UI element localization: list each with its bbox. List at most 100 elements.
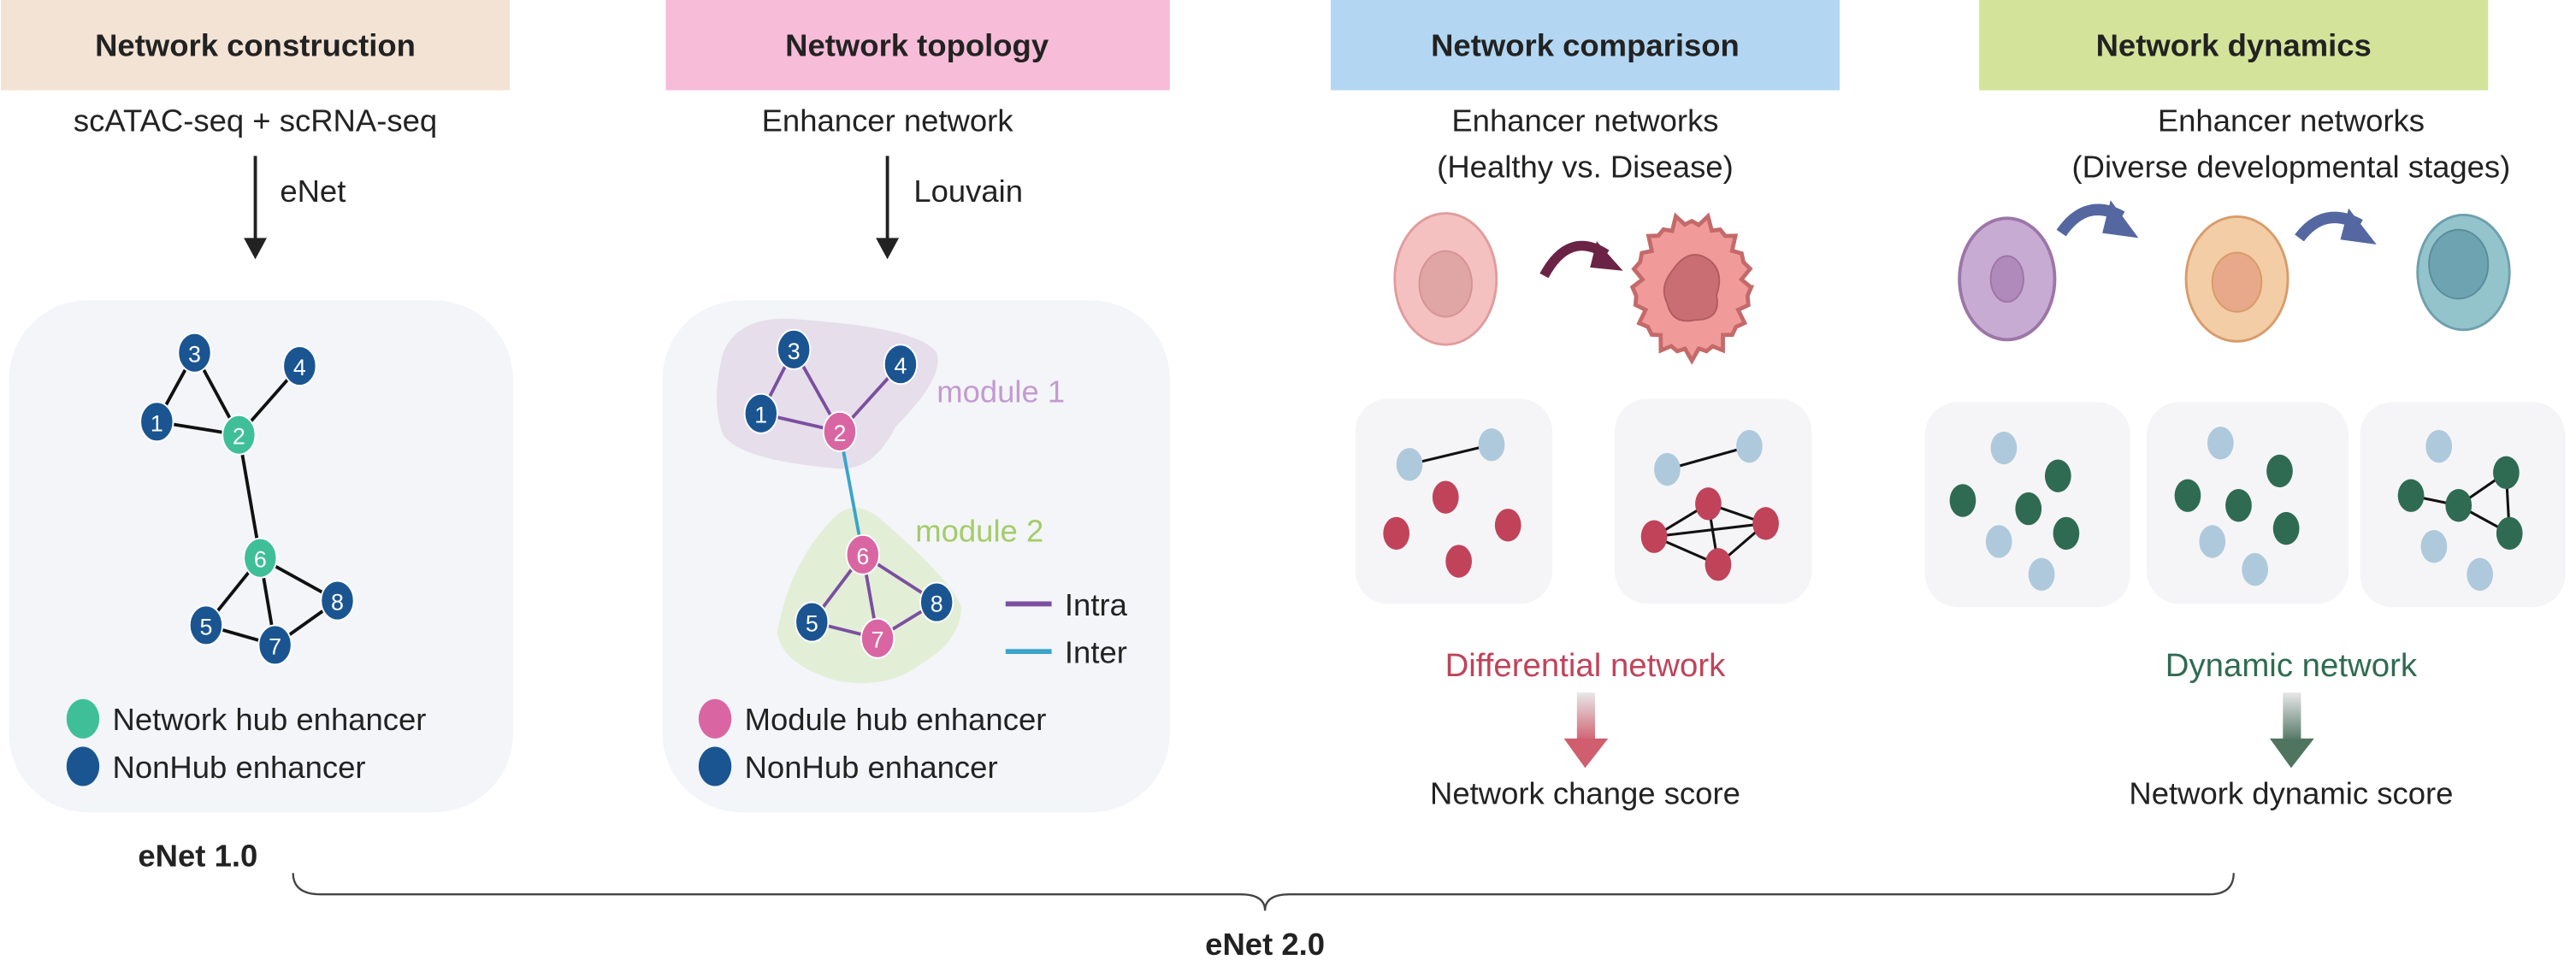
header-dynamics-label: Network dynamics [2096,27,2372,62]
network-edge [237,434,263,559]
module-1-label: module 1 [936,374,1065,409]
active-node [2174,479,2201,512]
enhancer-node [177,332,212,374]
small-network-box [1924,402,2130,608]
curved-arrow-icon [2056,200,2139,239]
active-node [1705,548,1732,581]
header-topology-label: Network topology [785,27,1049,62]
enet-2-label: eNet 2.0 [1205,927,1325,960]
header-construction-label: Network construction [95,27,416,62]
inactive-node [1654,452,1681,486]
nonhub-legend-dot [698,746,732,786]
arrow-down-icon [244,156,267,260]
network-hub-legend-dot [66,698,100,739]
network-edge [1653,521,1766,539]
inactive-node [1478,428,1505,462]
small-networks [1355,398,2566,608]
enhancer-node [222,414,257,456]
nonhub-legend-label: NonHub enhancer [745,750,998,785]
enhancer-node [188,604,224,646]
node-label: 4 [894,353,907,379]
enhancer-node [320,580,355,621]
active-node [2397,479,2425,512]
enhancer-node [883,344,919,386]
inactive-node [1736,429,1763,463]
network-edge [1409,443,1492,466]
active-node [1949,484,1976,517]
method-louvain: Louvain [913,174,1023,209]
active-node [2272,511,2300,545]
input-comparison-line2: (Healthy vs. Disease) [1437,149,1734,184]
inactive-node [1396,448,1423,481]
enhancer-node [777,328,812,370]
node-label: 3 [188,342,201,368]
active-node [2493,456,2520,490]
module-2-label: module 2 [915,513,1043,548]
curved-arrow-icon [2295,208,2377,245]
gradient-arrow-icon [1563,692,1609,769]
intra-label: Intra [1065,587,1128,622]
enhancer-node [139,401,174,443]
input-comparison-line1: Enhancer networks [1451,103,1718,138]
network-hub-legend-label: Network hub enhancer [113,702,427,737]
network-edge [1667,445,1750,471]
network-dynamic-score-label: Network dynamic score [2129,776,2453,811]
input-construction: scATAC-seq + scRNA-seq [74,103,437,138]
module-hub-legend-label: Module hub enhancer [745,702,1047,737]
node-label: 4 [293,355,306,380]
inactive-node [2242,552,2269,586]
active-node [2445,489,2473,522]
enhancer-node [795,601,830,643]
inactive-node [2467,557,2494,592]
input-dynamics-line1: Enhancer networks [2158,103,2425,138]
node-label: 6 [254,547,267,573]
module-hub-legend-dot [698,698,732,739]
input-topology: Enhancer network [762,103,1014,138]
header-topology: Network topology [665,0,1170,91]
enhancer-node [243,537,278,579]
arrow-down-icon [876,156,900,260]
enhancer-node [845,533,880,575]
stage-1-cell-icon [1958,216,2057,342]
node-label: 7 [871,627,884,653]
network-edge [838,431,865,556]
node-label: 2 [833,421,846,446]
inactive-node [2028,557,2055,592]
active-node [1494,509,1521,542]
enhancer-node [919,581,954,623]
enhancer-node [282,345,317,387]
disease-cell-icon [1629,212,1755,365]
inactive-node [2425,429,2453,463]
inter-label: Inter [1065,635,1127,670]
network-change-score-label: Network change score [1430,776,1740,811]
node-label: 5 [806,610,818,636]
stage-2-cell-icon [2184,215,2289,343]
small-network-box [2146,402,2349,604]
active-node [1383,516,1410,551]
enhancer-node [822,410,858,452]
enhancer-node [257,624,292,666]
active-node [1752,507,1779,540]
nonhub-legend-label: NonHub enhancer [113,750,366,785]
brace [292,873,2235,911]
active-node [1445,545,1473,578]
node-label: 8 [331,590,344,615]
small-network-box [2360,402,2566,608]
enhancer-node [743,392,778,434]
inactive-node [1990,431,2018,465]
active-node [1432,480,1459,514]
inactive-node [2207,427,2234,460]
enhancer-node [860,617,895,659]
enet-1-label: eNet 1.0 [138,839,257,874]
node-label: 5 [199,614,212,639]
active-node [2225,489,2252,522]
active-node [2015,492,2042,526]
arrowhead-icon [1590,241,1623,271]
input-dynamics-line2: (Diverse developmental stages) [2071,149,2510,184]
node-label: 1 [151,410,163,436]
healthy-cell-icon [1393,212,1498,346]
header-comparison: Network comparison [1330,0,1840,91]
